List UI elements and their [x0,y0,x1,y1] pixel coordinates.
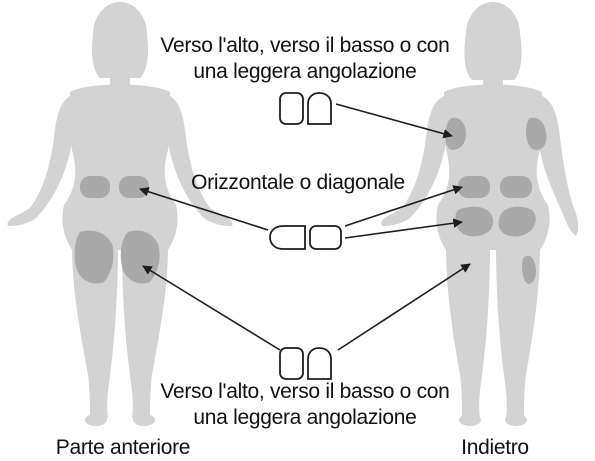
arrow-middle-to-back-lower-back [344,185,463,227]
front-body-figure [7,2,233,426]
back-buttock-left-region [455,206,494,237]
back-lower-back-right-region [500,176,532,198]
pod-left-icon [279,92,304,125]
arrow-top-to-back-upper-arm [335,103,453,139]
direction-arrows [139,103,471,351]
back-view-label: Indietro [461,436,529,459]
arrow-bottom-to-back-thigh [337,263,471,351]
back-upper-arm-left-region [445,117,466,150]
front-abdomen-right-region [119,176,149,198]
pod-right-icon [307,92,332,125]
arrow-middle-to-front-abdomen [139,187,269,231]
pod-left-icon [269,225,306,250]
arrow-middle-to-back-buttock [344,218,463,239]
bottom-caption-line1: Verso l'alto, verso il basso o con [160,380,450,403]
front-abdomen-left-region [80,176,110,198]
back-upper-arm-right-region [526,117,547,150]
pod-right-icon [307,347,332,380]
back-buttock-right-region [498,206,536,237]
back-lower-back-left-region [458,176,490,198]
front-view-label: Parte anteriore [55,436,191,459]
pod-right-icon [309,225,342,250]
arrow-bottom-to-front-thigh [142,265,281,351]
pod-icon-vertical-bottom [279,347,332,380]
pod-icon-vertical-top [279,92,332,125]
pod-left-icon [279,347,304,380]
middle-caption: Orizzontale o diagonale [191,171,405,194]
top-caption-line2: una leggera angolazione [193,60,417,83]
front-thigh-left-region [74,230,114,284]
bottom-caption-line2: una leggera angolazione [193,406,417,429]
pod-icon-horizontal-middle [269,225,342,250]
back-site-regions [445,117,547,284]
front-thigh-right-region [120,230,160,284]
back-thigh-outer-region [522,255,536,284]
top-caption-line1: Verso l'alto, verso il basso o con [160,34,450,57]
